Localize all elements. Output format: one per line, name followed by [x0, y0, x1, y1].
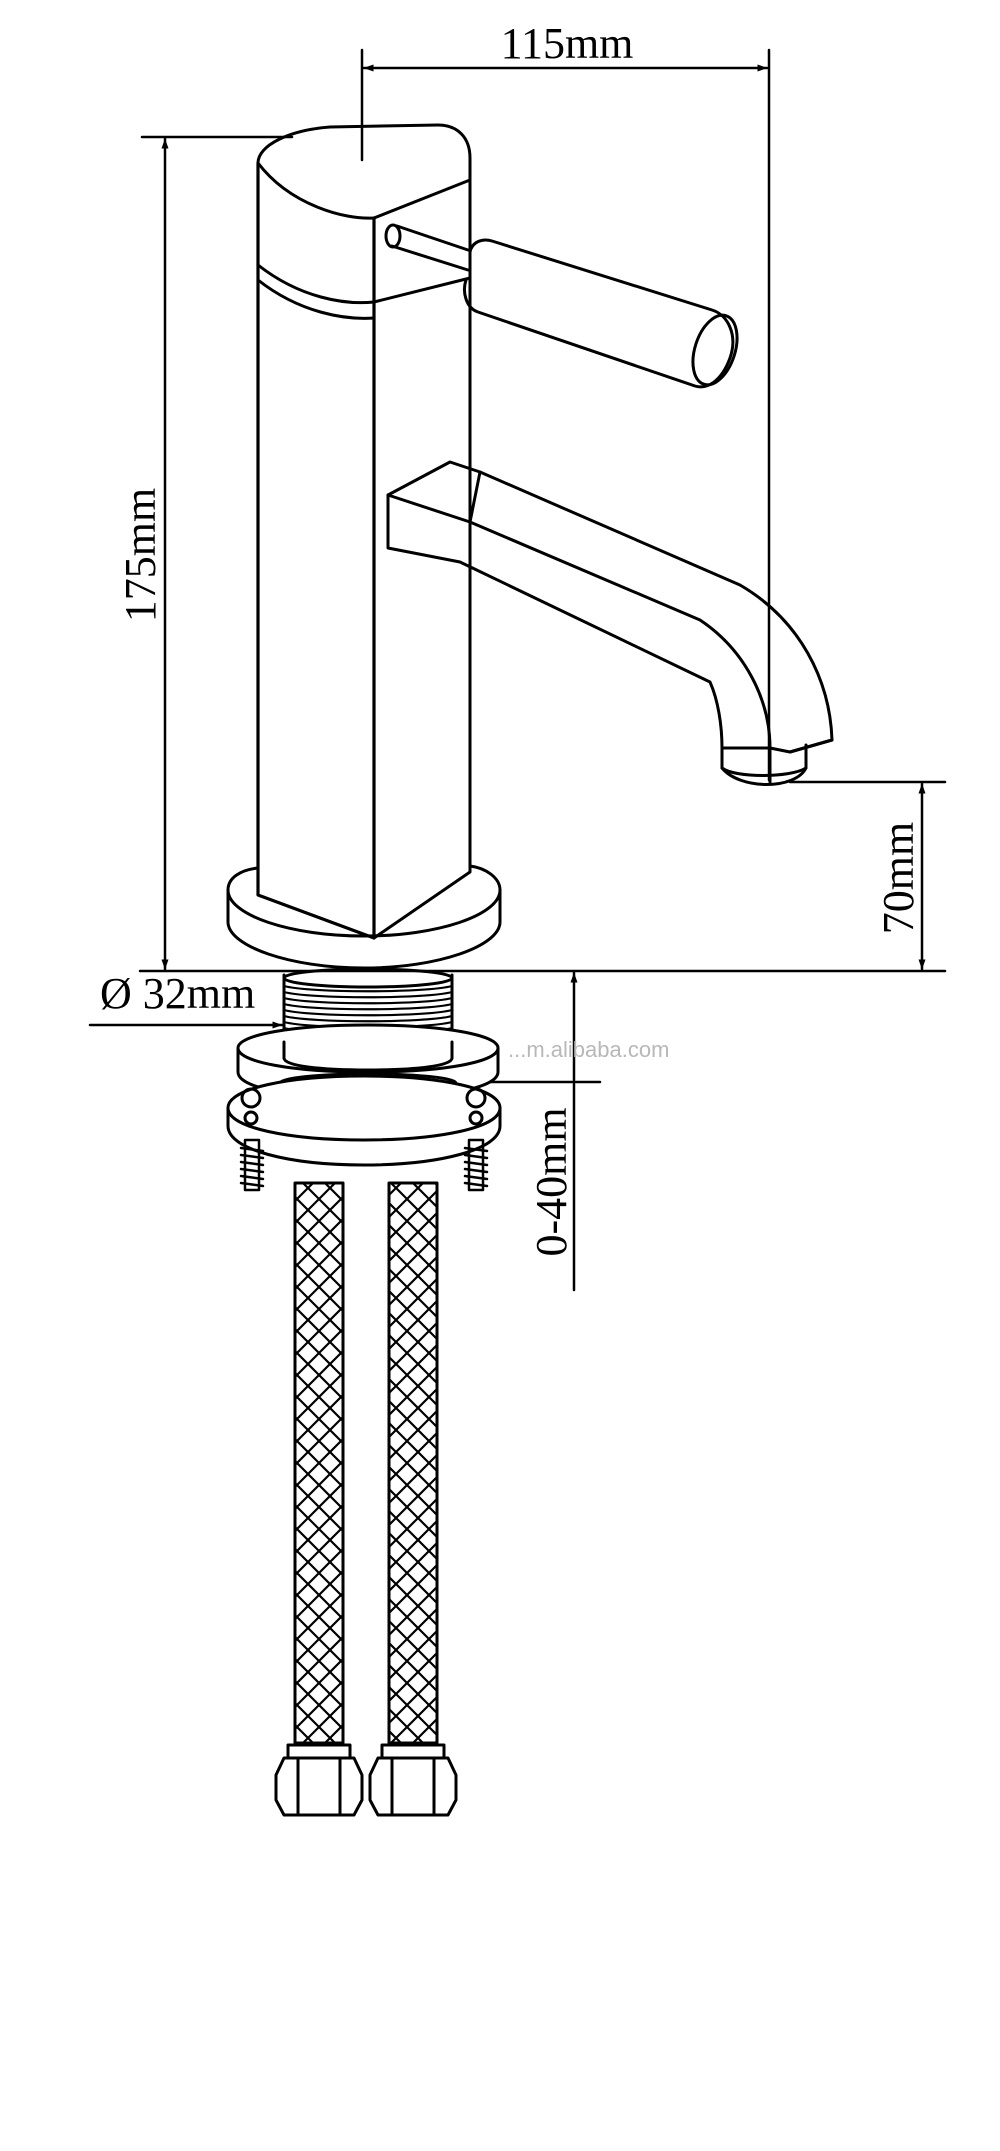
thread-line [282, 1002, 454, 1011]
supply-hose-left [293, 1181, 345, 1745]
stud-thread [463, 1167, 489, 1174]
stud-thread [239, 1153, 265, 1160]
base-flange [226, 864, 502, 970]
spout [386, 460, 834, 786]
thread-line [282, 990, 454, 999]
stud-thread [239, 1167, 265, 1174]
thread-line [282, 984, 454, 993]
width-label: 115mm [501, 19, 634, 68]
stud-thread [463, 1146, 489, 1153]
thread-diameter-label: Ø 32mm [100, 969, 255, 1018]
hex-fitting-right [368, 1743, 458, 1817]
spout-clearance-label: 70mm [874, 822, 923, 934]
width-dimension: 115mm [360, 19, 771, 782]
stud-thread [463, 1181, 489, 1188]
stud-thread [239, 1160, 265, 1167]
deck-thickness-label: 0-40mm [527, 1107, 576, 1256]
lever-handle [384, 223, 739, 389]
stud-thread [463, 1160, 489, 1167]
stud-thread [463, 1153, 489, 1160]
thread-line [282, 1008, 454, 1017]
supply-hose-right [387, 1181, 439, 1745]
mounting-plate [226, 1074, 502, 1167]
height-label: 175mm [116, 488, 165, 622]
mounting-studs [239, 1138, 489, 1192]
stud-thread [239, 1181, 265, 1188]
thread-line [282, 1014, 454, 1023]
watermark-text: ...m.alibaba.com [508, 1037, 669, 1062]
thread-line [282, 996, 454, 1005]
thread-diameter-dimension: Ø 32mm [88, 969, 284, 1029]
faucet-body [256, 123, 472, 940]
stud-thread [239, 1146, 265, 1153]
hex-fitting-left [274, 1743, 364, 1817]
height-dimension: 175mm [116, 135, 947, 973]
stud-thread [239, 1174, 265, 1181]
stud-thread [463, 1174, 489, 1181]
spout-clearance-dimension: 70mm [788, 780, 947, 971]
deck-thickness-dimension: 0-40mm [468, 971, 602, 1292]
